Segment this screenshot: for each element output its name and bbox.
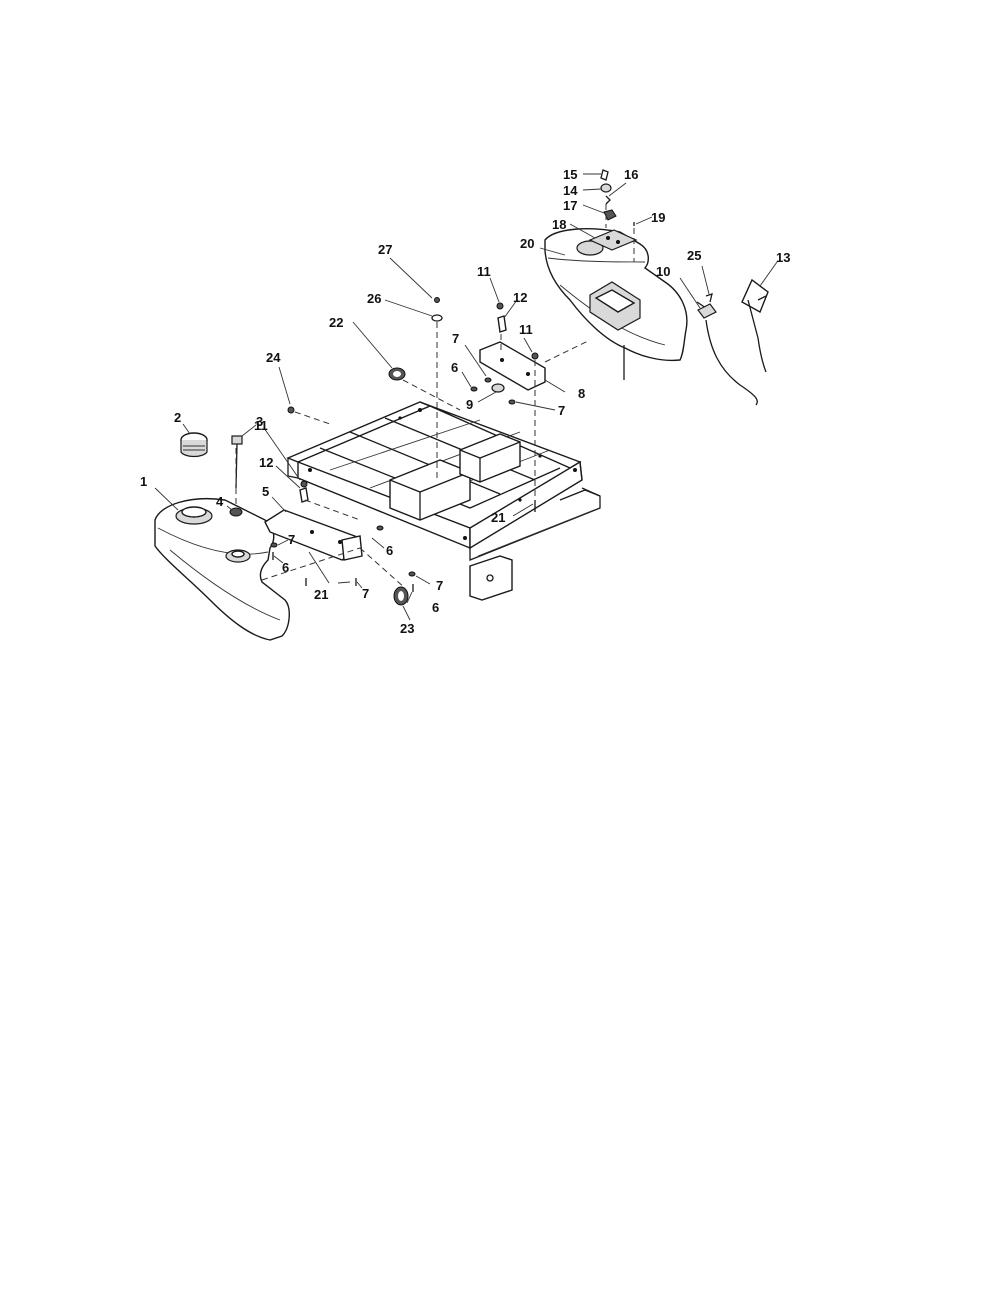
label-11c: 11	[254, 418, 268, 433]
right-console-tank	[544, 228, 688, 380]
callout-labels: 1 2 3 4 5 6 6 6 6 7 7 7 7 7 8 9 10 11 11…	[140, 167, 790, 636]
label-21b: 21	[491, 510, 505, 525]
label-24: 24	[266, 350, 281, 365]
label-3: 3	[256, 414, 263, 429]
right-mount-bracket	[479, 341, 546, 391]
label-6a: 6	[282, 560, 289, 575]
label-9: 9	[466, 397, 473, 412]
fuel-cap	[180, 432, 208, 458]
label-27: 27	[378, 242, 392, 257]
label-11b: 11	[519, 322, 533, 337]
label-20: 20	[520, 236, 534, 251]
label-16: 16	[624, 167, 638, 182]
label-15: 15	[563, 167, 577, 182]
label-26: 26	[367, 291, 381, 306]
label-12b: 12	[259, 455, 273, 470]
part-25-clip	[705, 293, 713, 303]
label-6b: 6	[386, 543, 393, 558]
label-18: 18	[552, 217, 566, 232]
part-3-gauge	[231, 435, 243, 489]
label-7b: 7	[362, 586, 369, 601]
label-6c: 6	[432, 600, 439, 615]
leader-lines	[154, 173, 778, 621]
choke-control	[741, 278, 769, 373]
label-10: 10	[656, 264, 670, 279]
label-7d: 7	[452, 331, 459, 346]
label-23: 23	[400, 621, 414, 636]
label-8: 8	[578, 386, 585, 401]
throttle-cable	[696, 301, 758, 406]
switch-plate	[588, 229, 638, 251]
label-6d: 6	[451, 360, 458, 375]
label-25: 25	[687, 248, 701, 263]
label-11a: 11	[477, 264, 491, 279]
label-7c: 7	[436, 578, 443, 593]
label-4: 4	[216, 494, 224, 509]
label-12a: 12	[513, 290, 527, 305]
label-7e: 7	[558, 403, 565, 418]
label-13: 13	[776, 250, 790, 265]
chassis-frame	[286, 401, 601, 601]
label-2: 2	[174, 410, 181, 425]
grommet	[229, 507, 243, 517]
hardware	[270, 297, 539, 606]
label-19: 19	[651, 210, 665, 225]
switch-hardware	[600, 169, 635, 226]
left-fuel-tank	[154, 498, 290, 641]
label-5: 5	[262, 484, 269, 499]
label-17: 17	[563, 198, 577, 213]
assembly-lines	[235, 204, 635, 589]
label-1: 1	[140, 474, 147, 489]
label-21a: 21	[314, 587, 328, 602]
label-22: 22	[329, 315, 343, 330]
label-7a: 7	[288, 532, 295, 547]
label-14: 14	[563, 183, 578, 198]
left-mount-bracket	[264, 509, 363, 561]
